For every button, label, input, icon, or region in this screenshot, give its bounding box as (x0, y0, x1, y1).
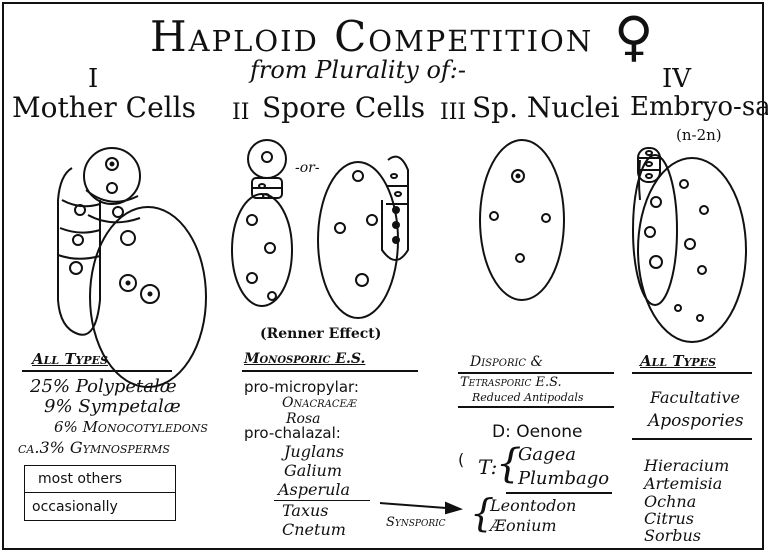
col3-syn-item-2: Æonium (490, 518, 557, 534)
col4-line-b1: Hieracium (644, 458, 729, 474)
col4-divider-2 (632, 438, 752, 440)
col4-header: All Types (640, 354, 716, 369)
col4-line-b4: Citrus (644, 511, 694, 527)
col4-line-b2: Artemisia (644, 476, 722, 492)
col4-line-b5: Sorbus (644, 528, 701, 544)
col4-divider (632, 372, 752, 374)
col3-syn-item-1: Leontodon (490, 498, 576, 514)
col4-line-b3: Ochna (644, 494, 696, 510)
synsporic-label: Synsporic (386, 516, 446, 529)
col4-line-a2: Apospories (648, 413, 744, 430)
col4-line-a1: Facultative (650, 390, 740, 406)
